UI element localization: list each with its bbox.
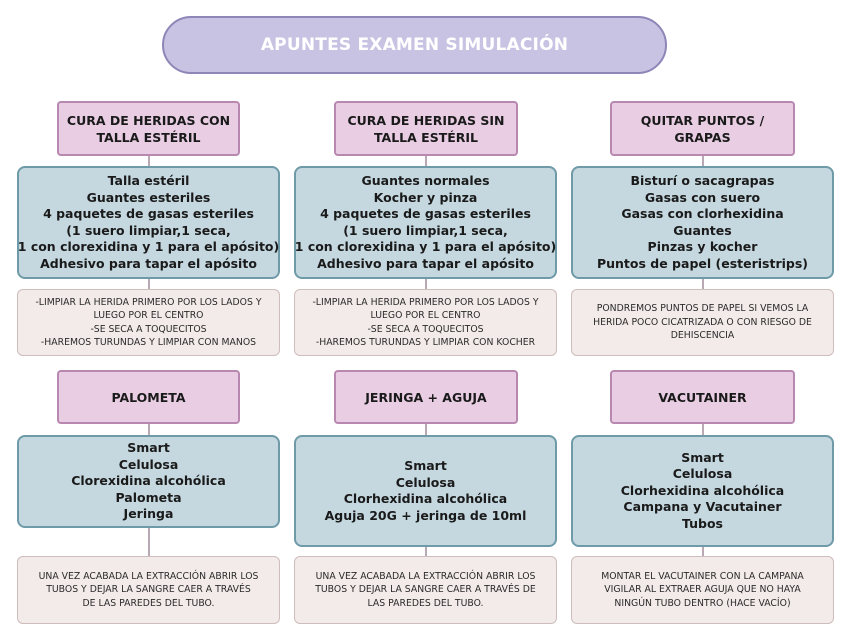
note-text: UNA VEZ ACABADA LA EXTRACCIÓN ABRIR LOS T…	[39, 570, 259, 611]
note-line: NINGÚN TUBO DENTRO (HACE VACÍO)	[614, 597, 791, 609]
material-item: Palometa	[115, 489, 182, 505]
section-header: CURA DE HERIDAS CON TALLA ESTÉRIL	[57, 101, 240, 156]
material-item: Smart	[404, 458, 447, 473]
material-item: 4 paquetes de gasas esteriles	[43, 206, 254, 221]
note-line: MONTAR EL VACUTAINER CON LA CAMPANA	[601, 570, 804, 582]
note-line: LUEGO POR EL CENTRO	[370, 310, 481, 321]
material-item: Campana y Vacutainer	[623, 499, 782, 515]
note-line: UNA VEZ ACABADA LA EXTRACCIÓN ABRIR LOS	[315, 570, 536, 582]
connector-line	[424, 547, 427, 556]
connector-line	[147, 279, 150, 289]
material-item: Smart	[127, 440, 170, 456]
note-line: -SE SECA A TOQUECITOS	[90, 323, 207, 335]
material-item: (1 suero limpiar,1 seca,	[343, 222, 508, 238]
material-item: Clorexidina alcohólica	[71, 473, 226, 489]
note-line: VIGILAR AL EXTRAER AGUJA QUE NO HAYA	[604, 584, 801, 596]
material-item: Smart	[681, 449, 724, 465]
note-box: -LIMPIAR LA HERIDA PRIMERO POR LOS LADOS…	[294, 289, 557, 356]
note-box: UNA VEZ ACABADA LA EXTRACCIÓN ABRIR LOS T…	[294, 556, 557, 624]
section-header: CURA DE HERIDAS SIN TALLA ESTÉRIL	[334, 101, 518, 156]
note-line: TUBOS Y DEJAR LA SANGRE CAER A TRAVÉS	[46, 584, 251, 596]
note-line: HERIDA POCO CICATRIZADA O CON RIESGO DE	[593, 316, 812, 328]
material-item: Tubos	[681, 515, 723, 531]
connector-line	[701, 156, 704, 166]
connector-line	[424, 424, 427, 435]
material-item: Kocher y pinza	[373, 189, 478, 205]
material-item: Gasas con clorhexidina	[621, 206, 784, 221]
note-box: -LIMPIAR LA HERIDA PRIMERO POR LOS LADOS…	[17, 289, 280, 356]
material-item: Pinzas y kocher	[647, 239, 758, 254]
note-line: -LIMPIAR LA HERIDA PRIMERO POR LOS LADOS…	[35, 296, 262, 308]
material-item: Jeringa	[123, 506, 174, 522]
material-item: Clorhexidina alcohólica	[620, 482, 785, 498]
note-text: -LIMPIAR LA HERIDA PRIMERO POR LOS LADOS…	[35, 296, 261, 350]
material-item: Celulosa	[118, 456, 179, 472]
page-title: APUNTES EXAMEN SIMULACIÓN	[162, 16, 667, 74]
note-line: PONDREMOS PUNTOS DE PAPEL SI VEMOS LA	[596, 303, 809, 315]
material-item: Guantes esteriles	[86, 189, 211, 205]
section-header: PALOMETA	[57, 370, 240, 424]
material-item: Puntos de papel (esteristrips)	[596, 255, 809, 271]
note-line: LUEGO POR EL CENTRO	[93, 310, 204, 321]
material-item: (1 suero limpiar,1 seca,	[66, 222, 231, 238]
note-box: UNA VEZ ACABADA LA EXTRACCIÓN ABRIR LOS T…	[17, 556, 280, 624]
note-text: UNA VEZ ACABADA LA EXTRACCIÓN ABRIR LOS T…	[315, 570, 536, 611]
material-item: Gasas con suero	[644, 189, 761, 205]
note-line: -HAREMOS TURUNDAS Y LIMPIAR CON MANOS	[40, 337, 257, 348]
material-item: Adhesivo para tapar el apósito	[317, 255, 534, 271]
material-item: 4 paquetes de gasas esteriles	[320, 206, 531, 221]
material-item: Talla estéril	[107, 173, 190, 188]
section-header: JERINGA + AGUJA	[334, 370, 518, 424]
connector-line	[701, 424, 704, 435]
connector-line	[147, 156, 150, 166]
connector-line	[147, 424, 150, 435]
connector-line	[424, 279, 427, 289]
material-item: 1 con clorexidina y 1 para el apósito)	[294, 239, 557, 254]
material-item: Aguja 20G + jeringa de 10ml	[324, 507, 527, 523]
note-line: LAS PAREDES DEL TUBO.	[367, 597, 484, 609]
note-line: -LIMPIAR LA HERIDA PRIMERO POR LOS LADOS…	[312, 296, 539, 308]
material-item: Celulosa	[395, 474, 456, 490]
connector-line	[424, 156, 427, 166]
note-text: MONTAR EL VACUTAINER CON LA CAMPANA VIGIL…	[601, 570, 804, 611]
connector-line	[701, 279, 704, 289]
section-header: QUITAR PUNTOS / GRAPAS	[610, 101, 795, 156]
connector-line	[701, 547, 704, 556]
material-item: Adhesivo para tapar el apósito	[40, 255, 257, 271]
note-text: -LIMPIAR LA HERIDA PRIMERO POR LOS LADOS…	[312, 296, 538, 350]
material-item: Celulosa	[672, 466, 733, 482]
note-line: -HAREMOS TURUNDAS Y LIMPIAR CON KOCHER	[315, 337, 536, 348]
note-line: TUBOS Y DEJAR LA SANGRE CAER A TRAVÉS DE	[315, 584, 536, 596]
connector-line	[147, 528, 150, 556]
note-box: MONTAR EL VACUTAINER CON LA CAMPANA VIGIL…	[571, 556, 834, 624]
material-item: Guantes	[673, 222, 732, 238]
note-line: UNA VEZ ACABADA LA EXTRACCIÓN ABRIR LOS	[38, 570, 259, 582]
material-item: 1 con clorexidina y 1 para el apósito)	[17, 239, 280, 254]
material-item: Clorhexidina alcohólica	[343, 491, 508, 506]
material-item: Bisturí o sacagrapas	[630, 173, 775, 188]
material-item: Guantes normales	[361, 173, 490, 188]
note-line: DE LAS PAREDES DEL TUBO.	[82, 597, 215, 609]
note-line: -SE SECA A TOQUECITOS	[367, 323, 484, 335]
note-line: DEHISCENCIA	[670, 330, 735, 342]
section-header: VACUTAINER	[610, 370, 795, 424]
